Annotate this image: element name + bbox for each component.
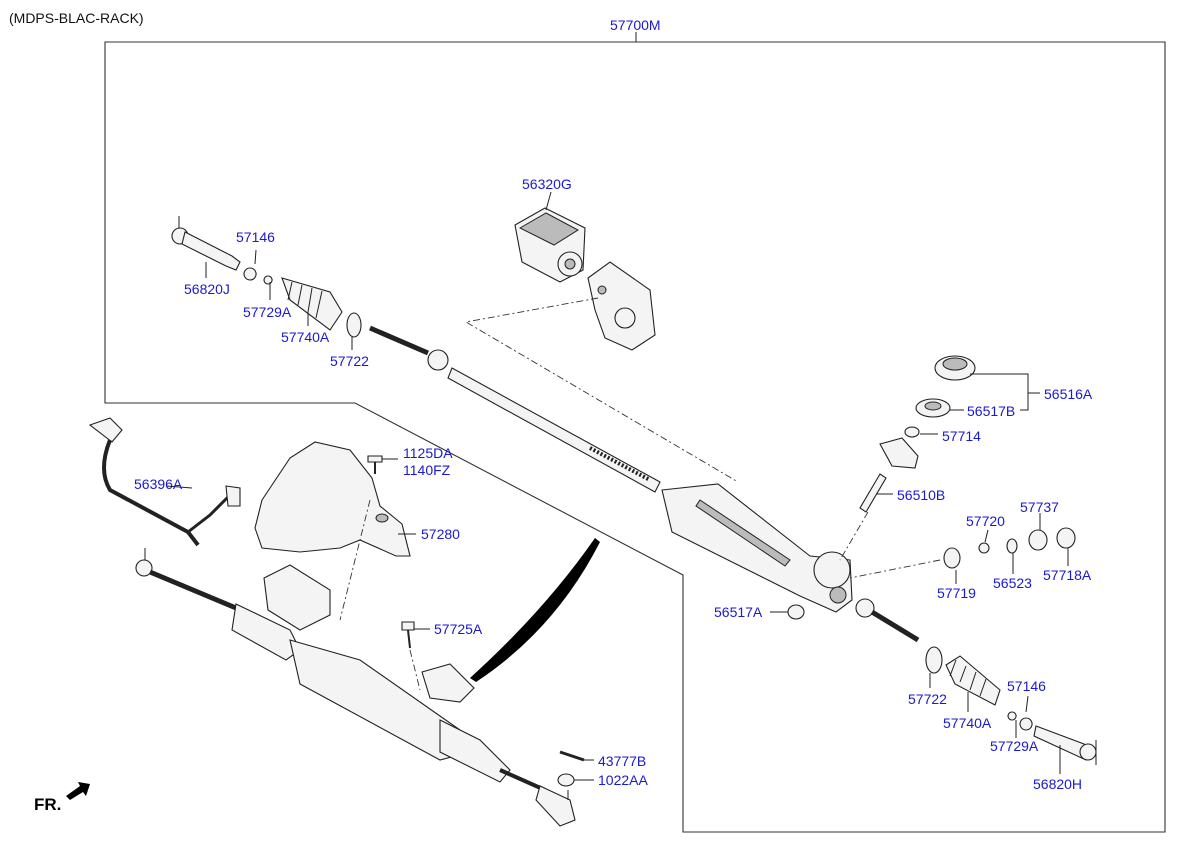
wiring-harness [88,417,241,547]
label-56396A: 56396A [134,476,183,492]
callout-wedge [470,538,600,682]
leader-57146-right [1025,695,1029,713]
leader-56320G [545,191,552,211]
label-56820H: 56820H [1033,776,1082,792]
front-marker: FR. [34,795,61,814]
label-57729A-right: 57729A [990,738,1039,754]
label-57737: 57737 [1020,499,1059,515]
clip-right [1007,711,1017,721]
label-57725A: 57725A [434,621,483,637]
bolt-57725A [401,621,415,649]
leader-57720 [984,529,989,543]
nut-1022AA [557,773,575,787]
leader-57146-left [254,249,257,265]
plug-57737 [1028,529,1048,551]
rack-bar [447,367,661,493]
cover-56516A [934,355,976,381]
guide-yoke [849,559,941,579]
pinion-56510B [859,473,887,513]
label-57719: 57719 [937,585,976,601]
ring-56523 [1006,538,1018,554]
leader-56516A-a [970,373,1029,411]
sensor-housing [879,437,919,469]
guide-bolt [409,649,421,691]
guide-shield [339,499,371,621]
ring-right [925,646,943,674]
label-57722-left: 57722 [330,353,369,369]
label-57722-right: 57722 [908,691,947,707]
diagram-header: (MDPS-BLAC-RACK) [9,10,144,26]
label-56516A: 56516A [1044,386,1093,402]
label-57740A-left: 57740A [281,329,330,345]
pin-43777B [559,750,585,762]
label-1022AA: 1022AA [598,772,648,788]
label-57280: 57280 [421,526,460,542]
label-57740A-right: 57740A [943,715,992,731]
label-57700M: 57700M [610,17,661,33]
label-57720: 57720 [966,513,1005,529]
label-56523: 56523 [993,575,1032,591]
inner-tie-rod-right [855,598,920,643]
boot-left [281,277,343,331]
label-1125DA: 1125DA [403,445,453,461]
front-arrow-icon [66,782,90,800]
clip-left [263,275,273,285]
nut-right [1019,717,1033,731]
nut-left [243,267,257,281]
label-1140FZ: 1140FZ [403,462,451,478]
bolt-1125DA [367,455,383,474]
label-57729A-left: 57729A [243,304,292,320]
tie-rod-end-left [171,216,241,271]
oring-57714 [904,426,920,438]
label-56517A: 56517A [714,604,763,620]
guide-pinion [839,511,869,561]
yoke-57719 [943,547,961,569]
label-56820J: 56820J [184,281,230,297]
label-57146-left: 57146 [236,229,275,245]
reducer-housing [587,261,656,351]
heat-shield [254,441,411,557]
ring-left [346,312,362,338]
tie-rod-end-right [1033,725,1097,765]
inner-tie-rod [369,325,449,371]
label-56510B: 56510B [897,487,945,503]
spring-57720 [978,542,990,554]
leader-56396A [165,485,193,489]
ecu-motor-unit [514,207,586,283]
label-56517B: 56517B [967,403,1015,419]
assembly-boundary [104,41,1166,833]
seal-56517A [787,604,805,620]
seal-56517B [915,398,951,418]
label-57718A: 57718A [1043,567,1092,583]
locknut-57718A [1056,527,1076,549]
boot-right [945,655,1001,706]
label-57146-right: 57146 [1007,678,1046,694]
rack-housing [661,483,853,613]
label-43777B: 43777B [598,753,646,769]
label-57714: 57714 [942,428,981,444]
assembled-rack [135,548,576,827]
label-56320G: 56320G [522,176,572,192]
